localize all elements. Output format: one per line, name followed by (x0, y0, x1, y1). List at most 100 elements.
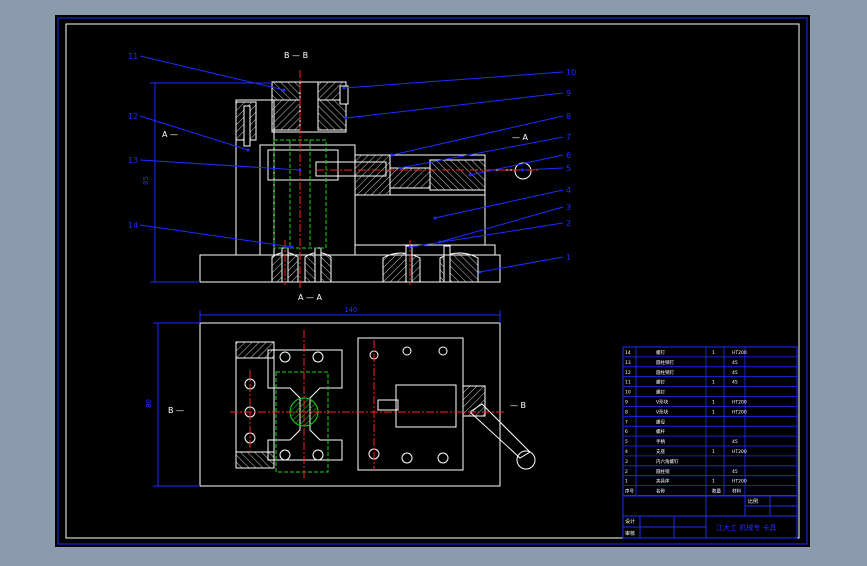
designer-label: 设计 (625, 518, 635, 525)
plan-center-lines (230, 330, 505, 480)
parts-table-cell: 7 (625, 419, 628, 425)
parts-table-cell: 12 (625, 370, 631, 376)
leader-line (345, 92, 564, 119)
leader-dot (344, 116, 348, 120)
cut-b-right-label: — B (510, 401, 526, 410)
parts-table-cell: 1 (712, 409, 715, 415)
parts-table-cell: HT200 (732, 479, 747, 485)
cut-a-left-label: A — (162, 130, 178, 139)
parts-table-cell: 3 (625, 459, 628, 465)
parts-table-cell: V形块 (656, 408, 669, 415)
leader-dot (298, 168, 302, 172)
leader-line (434, 189, 564, 219)
drawing-sheet (55, 15, 810, 547)
checker-label: 审核 (625, 530, 635, 537)
parts-table-cell: 1 (712, 449, 715, 455)
parts-table-cell: 1 (712, 380, 715, 386)
parts-table-cell: 10 (625, 390, 631, 396)
parts-table-cell: 1 (712, 479, 715, 485)
parts-table-cell: 45 (732, 439, 738, 445)
parts-table-cell: 螺钉 (656, 379, 665, 386)
leader-line (521, 167, 564, 171)
parts-table-cell: 9 (625, 400, 628, 406)
leader-dot (478, 270, 482, 274)
parts-table-cell: 2 (625, 469, 628, 475)
parts-table-cell: 45 (732, 380, 738, 386)
callout-4: 4 (566, 186, 571, 195)
parts-table-cell: 螺杆 (656, 428, 665, 435)
scale-label: 比例 (748, 498, 758, 505)
parts-table-cell: 8 (625, 409, 628, 415)
parts-table-cell: 4 (625, 449, 628, 455)
parts-table-header: 材料 (732, 488, 741, 495)
parts-table-cell: HT200 (732, 449, 747, 455)
callout-5: 5 (566, 164, 571, 173)
parts-table-cell: 45 (732, 360, 738, 366)
parts-table-cell: 螺钉 (656, 389, 665, 396)
callout-9: 9 (566, 89, 571, 98)
section-aa-label: A — A (298, 293, 323, 302)
leader-line (139, 115, 249, 151)
dim-plan-height: 80 (145, 399, 153, 408)
parts-table-cell: 1 (712, 350, 715, 356)
parts-table-cell: 圆柱销钉 (656, 359, 674, 366)
parts-table-cell: 6 (625, 429, 628, 435)
leader-line (479, 256, 564, 273)
leader-line (139, 224, 293, 248)
parts-table-cell: 圆柱销钉 (656, 369, 674, 376)
parts-table-cell: 圆柱销 (656, 468, 670, 475)
parts-table-cell: HT200 (732, 350, 747, 356)
leader-dot (290, 245, 294, 249)
leader-line (391, 115, 564, 156)
leader-line (139, 159, 301, 171)
parts-table-header: 名称 (656, 488, 665, 495)
callout-12: 12 (128, 112, 138, 121)
callout-14: 14 (128, 221, 138, 230)
cut-b-left-label: B — (168, 406, 184, 415)
dim-front-height: 85 (142, 176, 150, 185)
leader-dot (408, 245, 412, 249)
parts-table-cell: 5 (625, 439, 628, 445)
leader-dot (246, 148, 250, 152)
parts-table-cell: HT200 (732, 409, 747, 415)
parts-table-cell: 螺钉 (656, 349, 665, 356)
parts-table-cell: 45 (732, 370, 738, 376)
parts-table-header: 序号 (625, 488, 634, 495)
cut-a-right-label: — A (512, 133, 529, 142)
leader-line (399, 136, 564, 169)
leader-dot (520, 168, 524, 172)
leader-dot (390, 153, 394, 157)
leader-line (439, 206, 564, 243)
drawing-title: 江大工 机械专 卡具 (716, 523, 776, 532)
callout-10: 10 (566, 68, 576, 77)
callout-6: 6 (566, 151, 571, 160)
parts-table-cell: 螺母 (656, 418, 665, 425)
section-bb-label: B — B (284, 51, 308, 60)
callout-7: 7 (566, 133, 571, 142)
callout-1: 1 (566, 253, 571, 262)
title-block (622, 495, 798, 539)
parts-table-cell: 14 (625, 350, 631, 356)
parts-table-cell: 夹具体 (656, 478, 670, 485)
leader-line (343, 71, 564, 89)
parts-table-cell: 支座 (656, 448, 665, 455)
inner-frame (65, 23, 800, 539)
callout-2: 2 (566, 219, 571, 228)
dimension-lines (150, 82, 501, 487)
parts-table-cell: 1 (712, 400, 715, 406)
parts-table-cell: 1 (625, 479, 628, 485)
parts-table-cell: 11 (625, 380, 631, 386)
leader-line (139, 55, 285, 91)
callout-3: 3 (566, 203, 571, 212)
callout-8: 8 (566, 112, 571, 121)
front-section-view (199, 81, 532, 283)
leader-line (409, 222, 564, 248)
callout-11: 11 (128, 52, 138, 61)
leader-dot (468, 173, 472, 177)
parts-table-cell: 内六角螺钉 (656, 458, 679, 465)
callout-leaders: 11 12 13 14 10 9 8 7 6 5 4 3 2 1 (128, 52, 576, 274)
callout-13: 13 (128, 156, 138, 165)
leader-line (469, 154, 564, 176)
